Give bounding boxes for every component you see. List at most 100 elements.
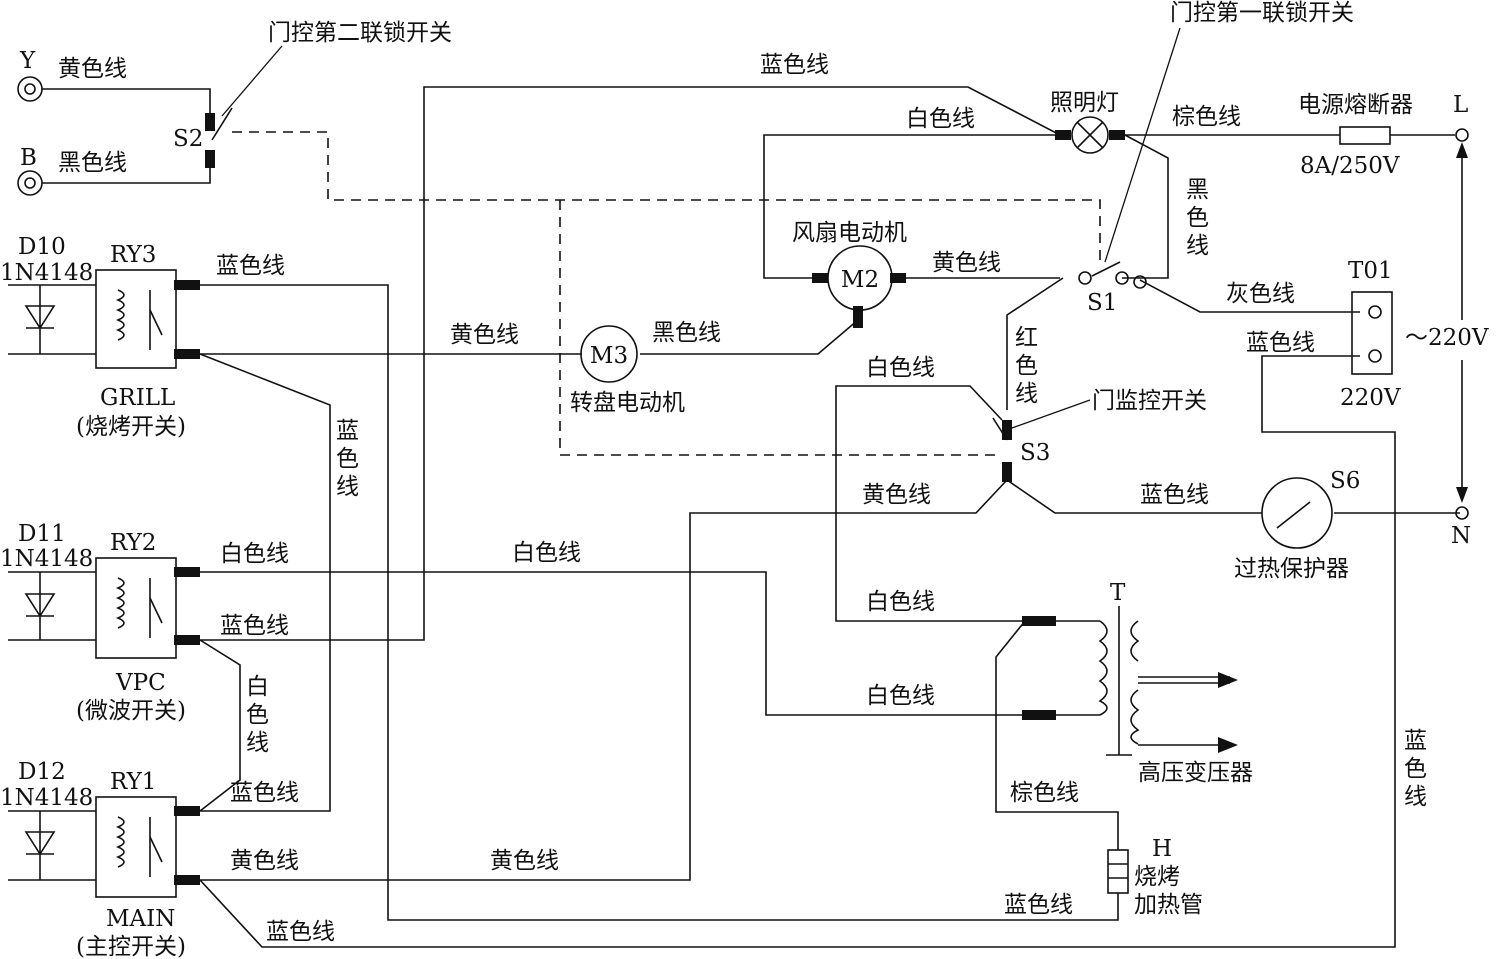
label-d12: D12 (18, 759, 66, 785)
label-d11: D11 (18, 521, 66, 547)
wire-label-white-t-lower: 白色线 (866, 683, 935, 709)
label-heater-2: 加热管 (1134, 892, 1203, 918)
terminal-n-icon (1455, 506, 1469, 520)
wire-label-white-long: 白色线 (512, 540, 581, 566)
label-s2: S2 (173, 126, 203, 152)
terminal-blocks (174, 113, 1125, 885)
wire-label-black-v2: 色 (1186, 205, 1209, 231)
wire-label-gray: 灰色线 (1226, 281, 1295, 307)
label-lamp: 照明灯 (1050, 90, 1119, 116)
label-fan-motor: 风扇电动机 (792, 220, 907, 246)
label-door-interlock-2: 门控第二联锁开关 (268, 20, 452, 46)
wire-label-blue-v1: 蓝 (336, 418, 359, 444)
terminal-l-icon (1455, 128, 1469, 142)
s1-contact-left (1078, 271, 1092, 285)
label-h: H (1152, 836, 1172, 862)
label-grill: GRILL (100, 385, 175, 411)
label-door-monitor: 门监控开关 (1092, 388, 1207, 414)
wire-label-red-v2: 色 (1015, 353, 1038, 379)
wire-label-blue-heater: 蓝色线 (1004, 892, 1073, 918)
label-s3: S3 (1020, 440, 1050, 466)
label-ry1: RY1 (110, 769, 156, 795)
label-ry2: RY2 (110, 530, 156, 556)
wire-label-brown-heater: 棕色线 (1010, 780, 1079, 806)
label-heater-1: 烧烤 (1134, 864, 1180, 890)
wire-label-blue-ry2: 蓝色线 (220, 613, 289, 639)
label-vpc: VPC (115, 670, 166, 696)
label-d12-part: 1N4148 (0, 785, 93, 811)
diode-d10-icon (24, 285, 56, 354)
wire-label-blue-bottom: 蓝色线 (266, 919, 335, 945)
fan-motor-icon: M2 (827, 245, 893, 311)
label-ry3: RY3 (110, 242, 156, 268)
label-d10-part: 1N4148 (0, 260, 93, 286)
heater-icon (1107, 849, 1129, 894)
label-fuse: 电源熔断器 (1298, 92, 1413, 118)
relay-ry2-icon (95, 557, 177, 659)
label-fuse-rating: 8A/250V (1300, 153, 1400, 179)
wire-label-yellow-fan: 黄色线 (932, 250, 1001, 276)
wire-label-yellow-ry1: 黄色线 (230, 848, 299, 874)
wire-label-blue-v2: 色 (336, 446, 359, 472)
label-t: T (1110, 580, 1126, 606)
label-l: L (1453, 92, 1468, 118)
relay-ry1-icon (95, 796, 177, 898)
label-voltage-t01: 220V (1340, 385, 1401, 411)
label-hv-transformer: 高压变压器 (1138, 760, 1253, 786)
wire-label-yellow-m3: 黄色线 (450, 322, 519, 348)
wire-label-black-v1: 黑 (1186, 177, 1209, 203)
relay-ry3-icon (95, 269, 177, 369)
label-t01: T01 (1348, 258, 1393, 284)
label-main-cn: (主控开关) (76, 934, 186, 959)
turntable-motor-icon: M3 (580, 325, 638, 383)
s1-contact-lower (1133, 275, 1147, 289)
label-voltage-ac: ～220V (1405, 325, 1489, 351)
wire-label-white-s3: 白色线 (866, 355, 935, 381)
wire-label-black-v3: 线 (1186, 233, 1209, 259)
label-thermal-protector: 过热保护器 (1234, 556, 1349, 582)
wire-label-brown-top: 棕色线 (1172, 104, 1241, 130)
fuse-icon (1339, 126, 1391, 145)
m3-label: M3 (590, 343, 628, 369)
terminal-b-icon (17, 170, 43, 196)
label-n: N (1451, 523, 1471, 549)
wire-label-red-v1: 红 (1015, 325, 1038, 351)
label-y: Y (19, 48, 36, 74)
label-b: B (20, 145, 37, 171)
wire-label-blue-s6: 蓝色线 (1140, 482, 1209, 508)
wire-label-white-v2: 色 (246, 702, 269, 728)
wire-label-white-lamp: 白色线 (906, 106, 975, 132)
wire-label-yellow-y: 黄色线 (58, 56, 127, 82)
wires (8, 27, 1468, 948)
wire-label-white-v1: 白 (246, 674, 269, 700)
label-d11-part: 1N4148 (0, 546, 93, 572)
mechanical-link (232, 131, 1101, 456)
wire-label-blue-right-v2: 色 (1404, 756, 1427, 782)
socket-t01-icon (1351, 291, 1393, 375)
terminal-y-icon (17, 76, 43, 102)
wire-label-blue-t01: 蓝色线 (1246, 330, 1315, 356)
label-door-interlock-1: 门控第一联锁开关 (1170, 0, 1354, 26)
wire-label-black-m3: 黑色线 (652, 320, 721, 346)
wire-label-blue-top: 蓝色线 (760, 52, 829, 78)
wire-label-blue-ry1: 蓝色线 (230, 780, 299, 806)
wire-label-red-v3: 线 (1015, 381, 1038, 407)
s1-contact-right (1115, 271, 1129, 285)
m2-label: M2 (841, 267, 879, 293)
lamp-icon (1071, 116, 1109, 154)
label-d10: D10 (18, 234, 66, 260)
label-turntable-motor: 转盘电动机 (570, 390, 685, 416)
wire-label-blue-right-v1: 蓝 (1404, 728, 1427, 754)
label-grill-cn: (烧烤开关) (76, 414, 186, 440)
label-s1: S1 (1087, 290, 1117, 316)
wire-label-white-v3: 线 (246, 730, 269, 756)
diode-d11-icon (24, 572, 56, 640)
transformer-icon (1098, 606, 1140, 756)
label-main: MAIN (106, 906, 175, 932)
label-vpc-cn: (微波开关) (76, 698, 186, 724)
wire-label-blue-ry3: 蓝色线 (216, 253, 285, 279)
diode-d12-icon (24, 811, 56, 880)
wire-label-white-ry2: 白色线 (220, 541, 289, 567)
